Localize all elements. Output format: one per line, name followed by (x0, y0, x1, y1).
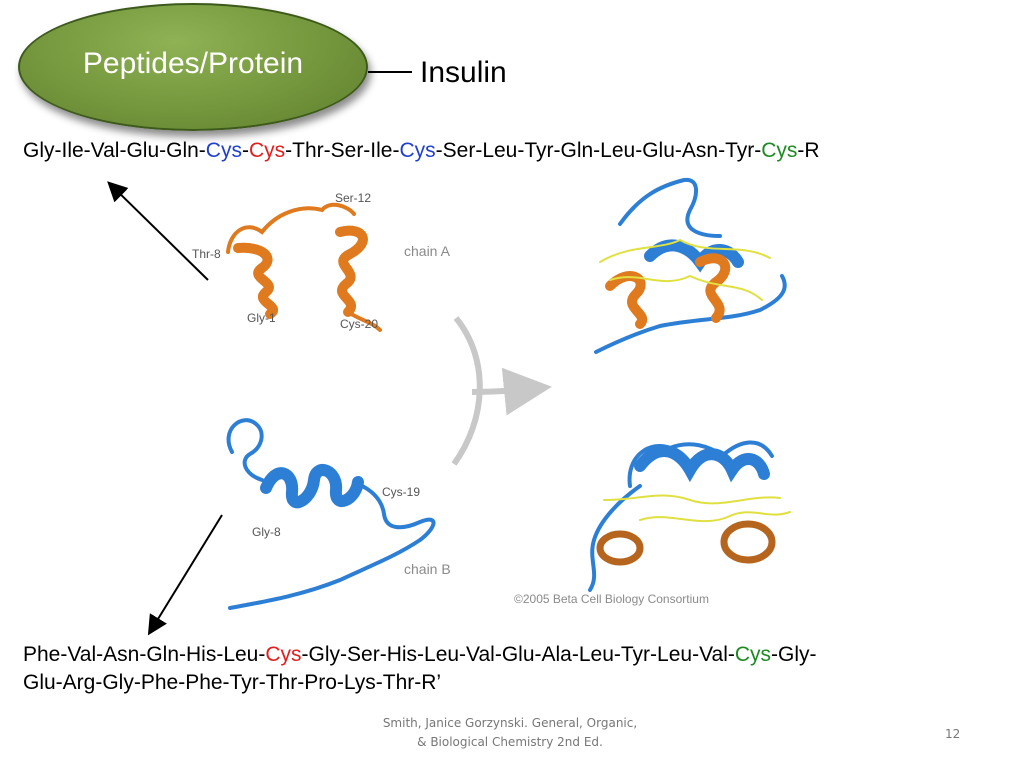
chain-a-segment-4: -Thr-Ser-Ile- (285, 139, 400, 162)
chain-b-ribbon (226, 418, 436, 610)
label-cys19: Cys-19 (382, 485, 420, 499)
chain-a-segment-6: -Ser-Leu-Tyr-Gln-Leu-Glu-Asn-Tyr- (435, 139, 762, 162)
chain-b-segment-1: Cys (265, 643, 302, 666)
page-number: 12 (945, 727, 961, 741)
chain-b-sequence-line2: Glu-Arg-Gly-Phe-Phe-Tyr-Thr-Pro-Lys-Thr-… (23, 671, 442, 694)
assembled-structure-top (594, 177, 787, 354)
title-connector-line (368, 71, 412, 73)
chain-b-sequence: Phe-Val-Asn-Gln-His-Leu-Cys-Gly-Ser-His-… (23, 641, 817, 697)
figure-credit: ©2005 Beta Cell Biology Consortium (514, 592, 709, 606)
chain-a-segment-7: Cys (761, 139, 798, 162)
chain-a-segment-5: Cys (399, 139, 436, 162)
chain-a-segment-0: Gly-Ile-Val-Glu-Gln- (23, 139, 206, 162)
chain-a-ribbon (226, 202, 382, 332)
chain-a-segment-2: - (241, 139, 249, 162)
footer-line2: & Biological Chemistry 2nd Ed. (417, 735, 603, 749)
chain-b-sequence-line1: Phe-Val-Asn-Gln-His-Leu-Cys-Gly-Ser-His-… (23, 641, 817, 669)
label-chain-a: chain A (404, 243, 451, 259)
chain-a-sequence: Gly-Ile-Val-Glu-Gln-Cys-Cys-Thr-Ser-Ile-… (23, 137, 820, 165)
slide-heading: Insulin (420, 56, 507, 89)
label-thr8: Thr-8 (192, 247, 221, 261)
label-gly1: Gly-1 (247, 311, 276, 325)
label-ser12: Ser-12 (335, 191, 371, 205)
arrow-to-chain-a-sequence (107, 181, 209, 281)
label-chain-b: chain B (404, 561, 451, 577)
chain-b-segment-0: Phe-Val-Asn-Gln-His-Leu- (23, 643, 266, 666)
chain-a-segment-3: Cys (248, 139, 286, 162)
chain-b-segment-2: -Gly-Ser-His-Leu-Val-Glu-Ala-Leu-Tyr-Leu… (301, 643, 735, 666)
arrow-to-chain-b-sequence (147, 514, 223, 636)
footer-citation: Smith, Janice Gorzynski. General, Organi… (340, 714, 680, 752)
chain-a-segment-1: Cys (205, 139, 242, 162)
title-ellipse: Peptides/Protein (18, 3, 368, 131)
folding-arrow (451, 316, 483, 466)
label-gly8: Gly-8 (252, 525, 281, 539)
label-cys20: Cys-20 (340, 317, 378, 331)
assembled-structure-bottom (588, 440, 791, 592)
slide-title: Peptides/Protein (82, 47, 304, 80)
chain-b-segment-3: Cys (734, 643, 772, 666)
footer-line1: Smith, Janice Gorzynski. General, Organi… (382, 716, 638, 730)
chain-a-segment-8: -R (797, 139, 820, 162)
chain-b-segment-4: -Gly- (771, 643, 817, 666)
folding-arrow-head (471, 367, 552, 416)
